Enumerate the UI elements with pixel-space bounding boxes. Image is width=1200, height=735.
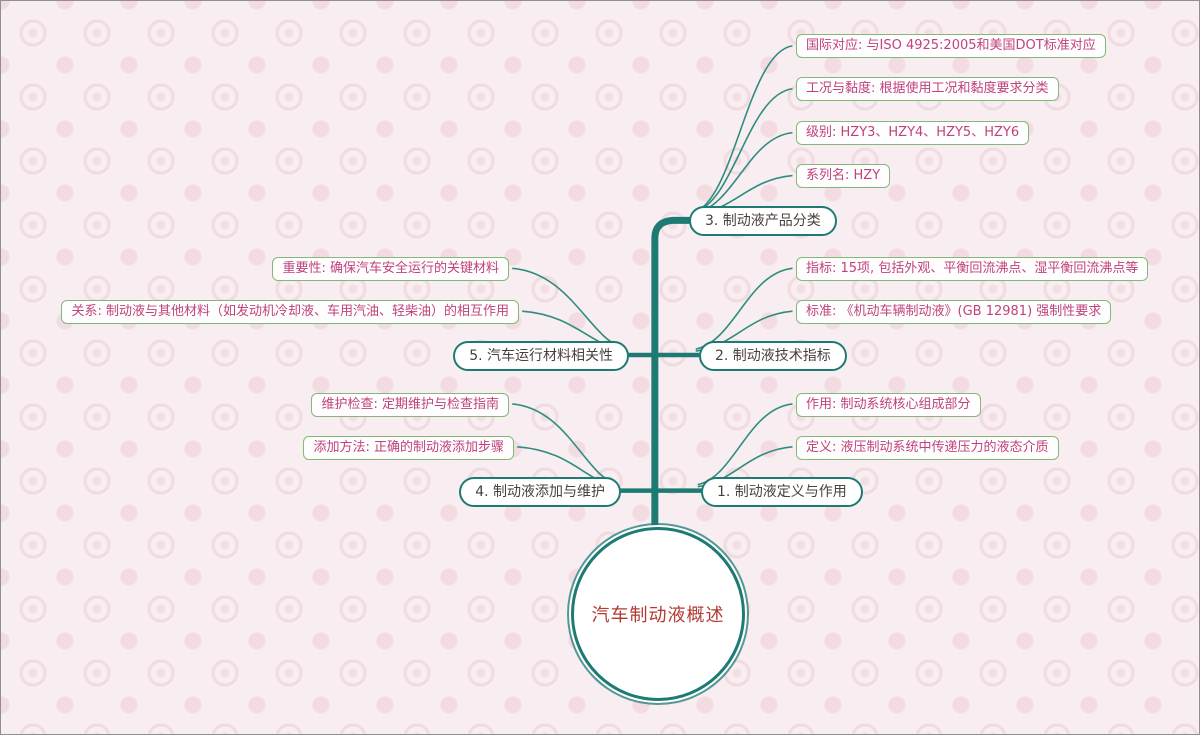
branch-node-5[interactable]: 5. 汽车运行材料相关性 <box>453 341 629 371</box>
leaf-node[interactable]: 维护检查: 定期维护与检查指南 <box>311 393 509 417</box>
leaf-node[interactable]: 标准: 《机动车辆制动液》(GB 12981) 强制性要求 <box>796 300 1112 324</box>
leaf-node[interactable]: 指标: 15项, 包括外观、平衡回流沸点、湿平衡回流沸点等 <box>796 257 1149 281</box>
leaf-node[interactable]: 作用: 制动系统核心组成部分 <box>796 393 981 417</box>
leaf-node[interactable]: 添加方法: 正确的制动液添加步骤 <box>303 436 514 460</box>
center-topic-label: 汽车制动液概述 <box>591 605 725 626</box>
branch-node-2[interactable]: 2. 制动液技术指标 <box>699 341 847 371</box>
leaf-node[interactable]: 国际对应: 与ISO 4925:2005和美国DOT标准对应 <box>796 34 1106 58</box>
center-topic[interactable]: 汽车制动液概述 <box>571 527 745 701</box>
leaf-node[interactable]: 级别: HZY3、HZY4、HZY5、HZY6 <box>796 121 1030 145</box>
branch-node-4[interactable]: 4. 制动液添加与维护 <box>459 477 621 507</box>
trunk-line <box>651 216 694 532</box>
leaf-node[interactable]: 系列名: HZY <box>796 164 891 188</box>
leaf-node[interactable]: 重要性: 确保汽车安全运行的关键材料 <box>272 257 509 281</box>
branch-node-3[interactable]: 3. 制动液产品分类 <box>689 206 837 236</box>
leaf-node[interactable]: 关系: 制动液与其他材料（如发动机冷却液、车用汽油、轻柴油）的相互作用 <box>61 300 519 324</box>
branch-node-1[interactable]: 1. 制动液定义与作用 <box>701 477 863 507</box>
leaf-node[interactable]: 工况与黏度: 根据使用工况和黏度要求分类 <box>796 77 1059 101</box>
leaf-node[interactable]: 定义: 液压制动系统中传递压力的液态介质 <box>796 436 1059 460</box>
